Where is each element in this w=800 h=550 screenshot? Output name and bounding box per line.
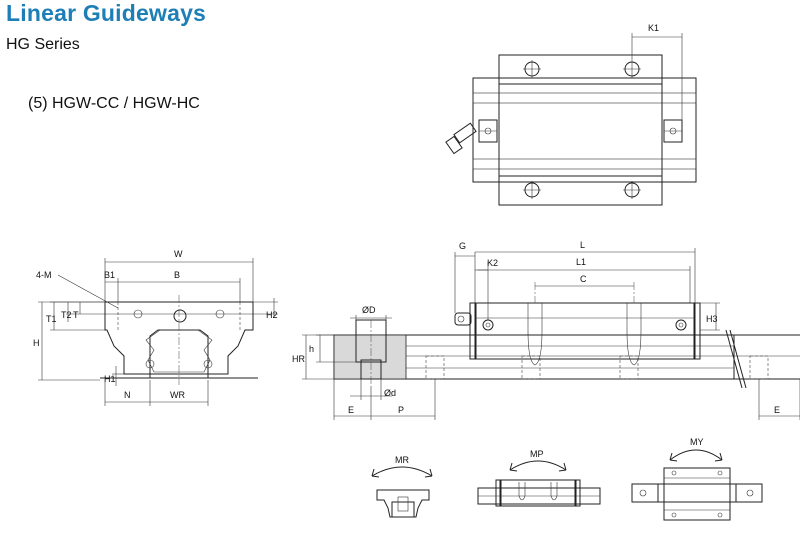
mr-label: MR	[395, 455, 409, 465]
series-subtitle: HG Series	[6, 36, 80, 53]
grease-fitting-icon	[173, 309, 187, 323]
top-view: K1	[445, 23, 697, 206]
hr-label: HR	[292, 354, 305, 364]
h1-label: H1	[104, 374, 116, 384]
k2-label: K2	[487, 258, 498, 268]
ball-track	[527, 303, 543, 366]
ball-icon	[203, 359, 213, 369]
grease-nipple-icon	[454, 312, 472, 326]
moment-my: MY	[631, 437, 763, 521]
b1-label: B1	[104, 270, 115, 280]
mounting-hole-icon	[623, 60, 641, 78]
b-label: B	[174, 270, 180, 280]
side-view: G L K2 L1 C H3 ØD h HR	[292, 240, 800, 420]
bolt-hole-icon	[133, 309, 143, 319]
my-label: MY	[690, 437, 704, 447]
m-label: 4-M	[36, 270, 52, 280]
k1-label: K1	[648, 23, 659, 33]
ball-track	[626, 303, 642, 366]
side-hole-icon	[675, 319, 687, 331]
moment-mp: MP	[477, 449, 601, 507]
moment-mr: MR	[371, 455, 433, 518]
e-left-label: E	[348, 405, 354, 415]
front-block	[104, 301, 254, 375]
t1-label: T1	[46, 314, 57, 324]
t2-label: T2	[61, 310, 72, 320]
t-label: T	[73, 310, 79, 320]
model-label: (5) HGW-CC / HGW-HC	[28, 95, 200, 112]
g-label: G	[459, 241, 466, 251]
top-rail	[472, 77, 697, 183]
p-label: P	[398, 405, 404, 415]
side-hole-icon	[482, 319, 494, 331]
bolt-hole-icon	[215, 309, 225, 319]
mp-label: MP	[530, 449, 544, 459]
h2-label: H2	[266, 310, 278, 320]
top-block	[498, 54, 663, 206]
mounting-hole-icon	[523, 60, 541, 78]
od-label: ØD	[362, 305, 376, 315]
h3-label: H3	[706, 314, 718, 324]
front-view: W B1 B 4-M T1 T2 T H2 H H1	[33, 249, 278, 406]
grease-nipple-icon	[445, 122, 477, 155]
wr-label: WR	[170, 390, 185, 400]
ball-icon	[145, 359, 155, 369]
n-label: N	[124, 390, 131, 400]
side-block	[474, 302, 696, 360]
mounting-hole-icon	[523, 181, 541, 199]
od-small-label: Ød	[384, 388, 396, 398]
l1-label: L1	[576, 257, 586, 267]
h-label: H	[33, 338, 40, 348]
mounting-hole-icon	[623, 181, 641, 199]
e-right-label: E	[774, 405, 780, 415]
l-label: L	[580, 240, 585, 250]
page-title: Linear Guideways	[6, 0, 207, 26]
h-small-label: h	[309, 344, 314, 354]
c-label: C	[580, 274, 587, 284]
w-label: W	[174, 249, 183, 259]
